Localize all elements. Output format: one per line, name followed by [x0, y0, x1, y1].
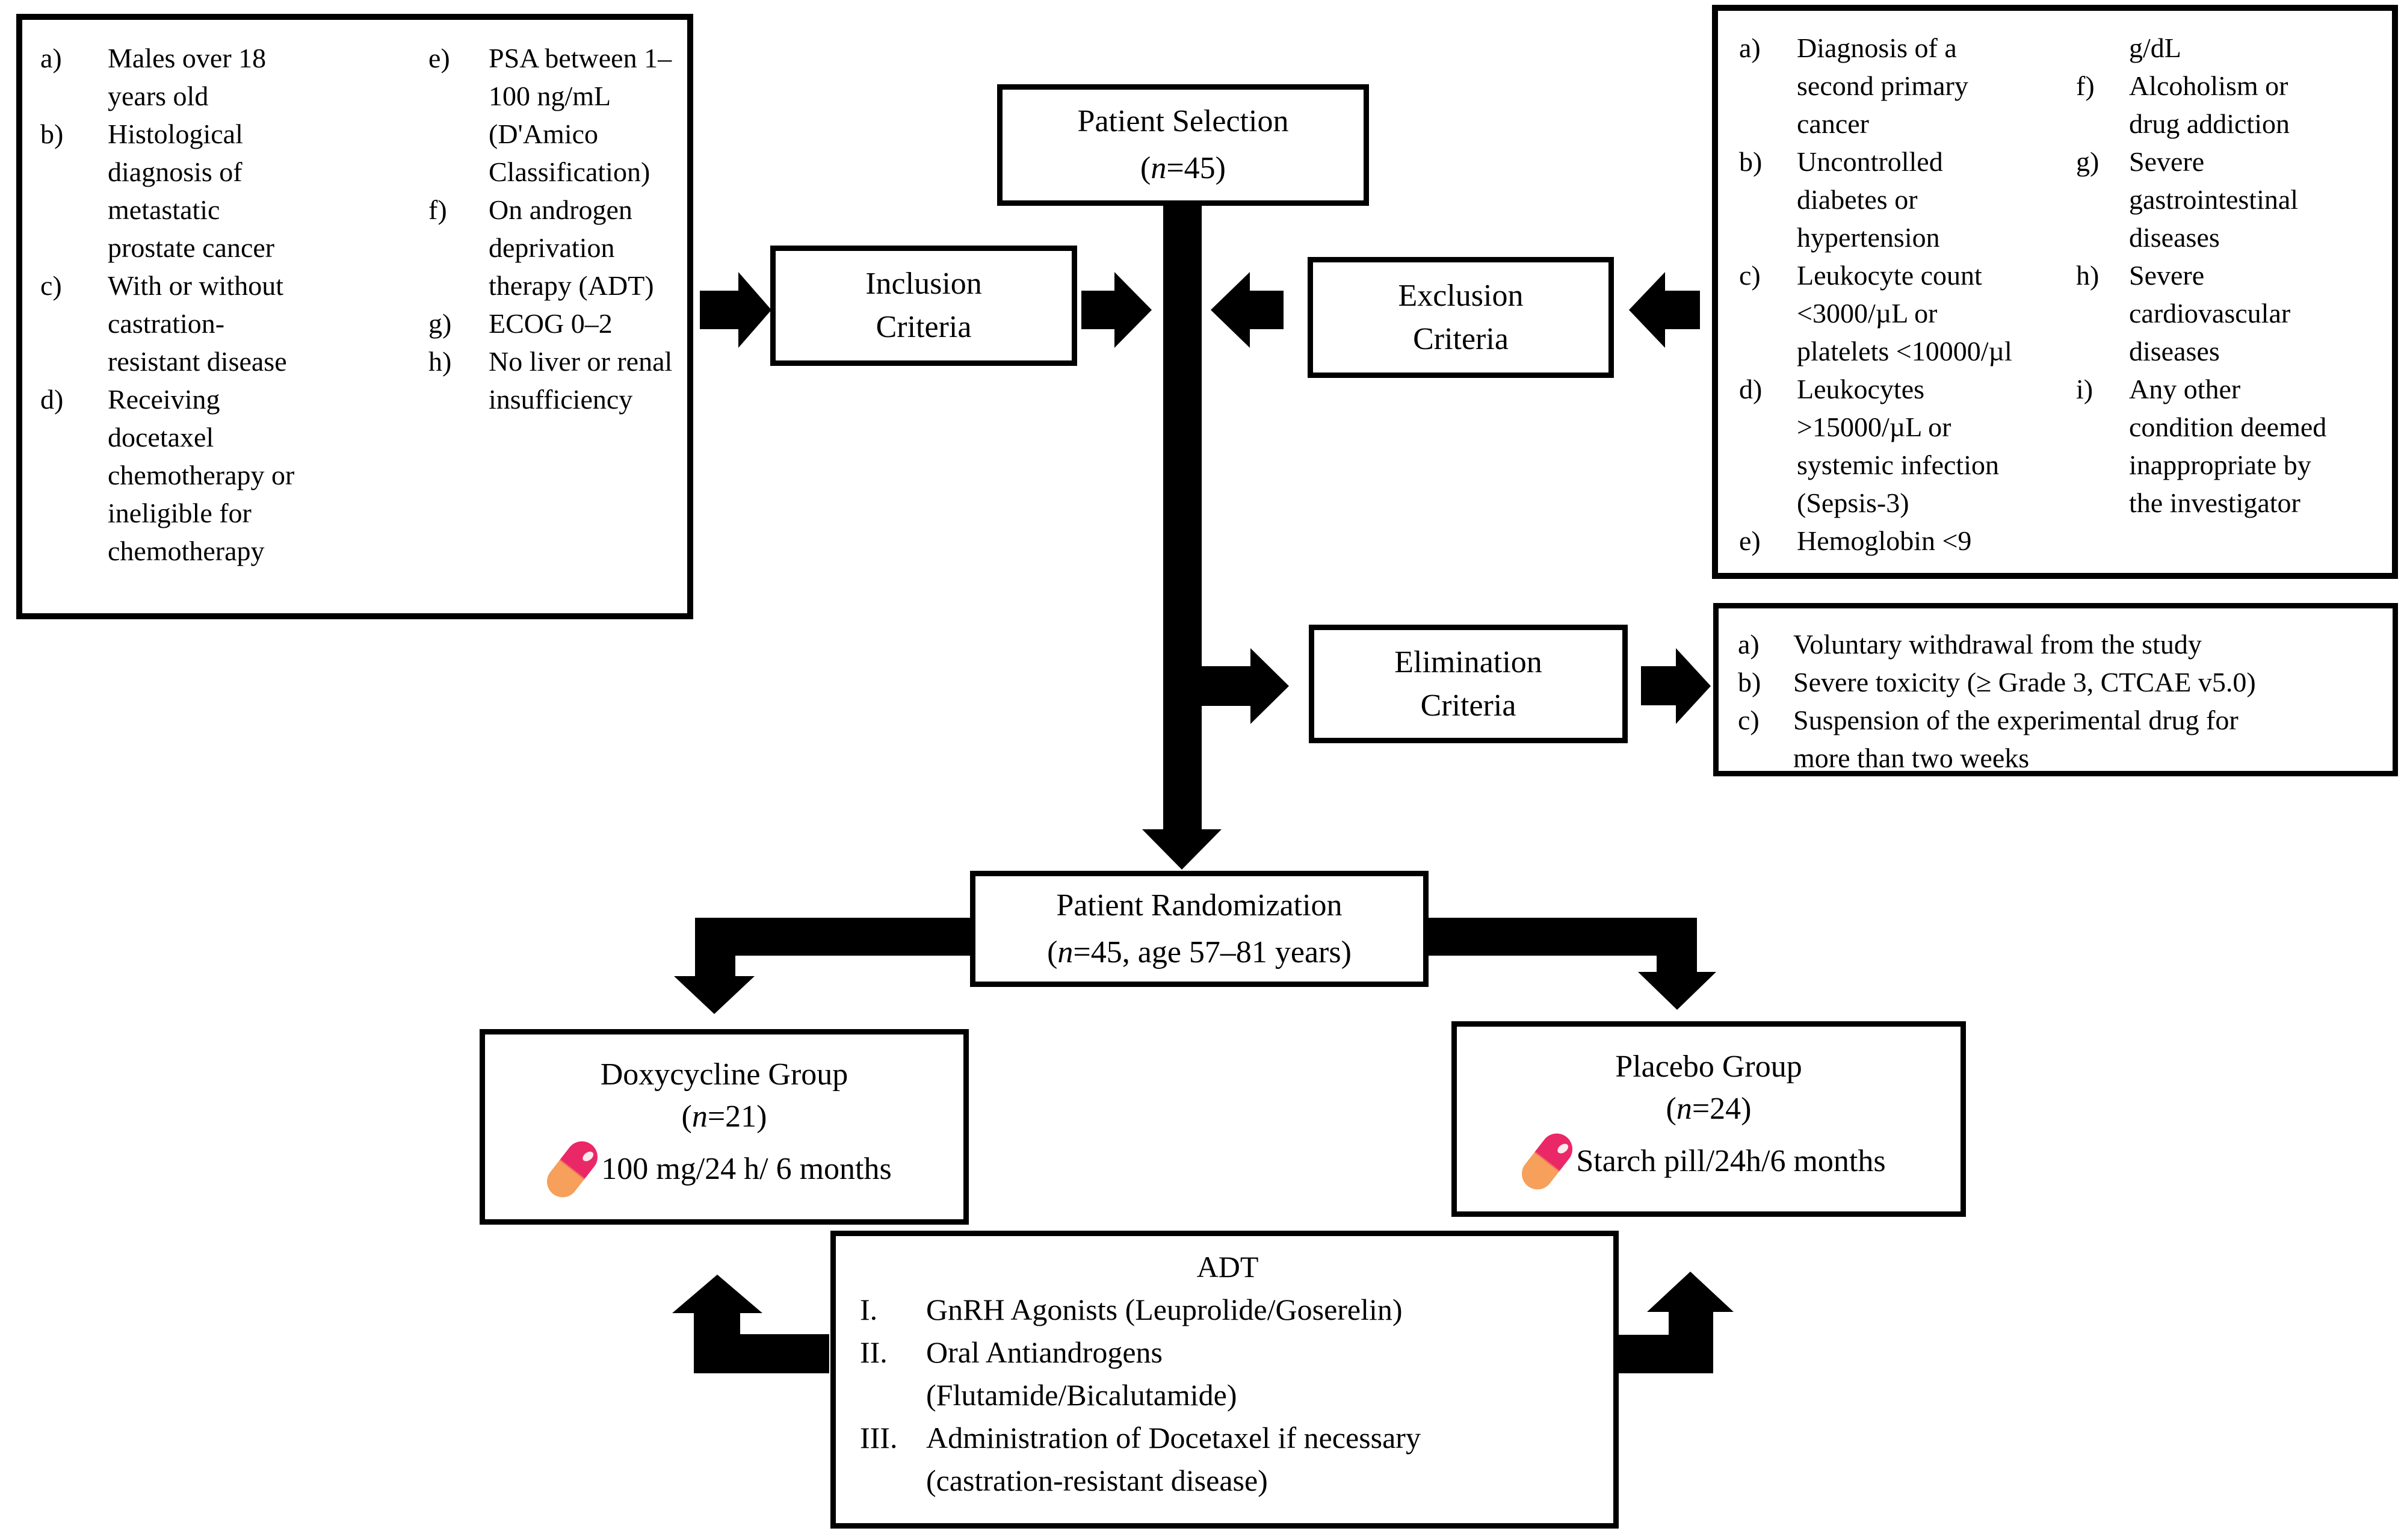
branch-left-arrowhead	[674, 976, 755, 1014]
elimination-criteria-list-box: a)Voluntary withdrawal from the study b)…	[1713, 603, 2398, 776]
capsule-icon	[1515, 1127, 1579, 1196]
placebo-regimen-row: Starch pill/24h/6 months	[1515, 1127, 1886, 1196]
exclusion-criteria-list-box: a)Diagnosis of a second primary cancer b…	[1712, 5, 2398, 579]
doxycycline-group-title: Doxycycline Group	[600, 1057, 848, 1092]
branch-right-arrowhead	[1638, 972, 1716, 1010]
placebo-group-title: Placebo Group	[1615, 1049, 1802, 1084]
placebo-group-count: (n=24)	[1666, 1091, 1752, 1126]
list-item: c)With or without castration- resistant …	[40, 270, 287, 377]
exclusion-list-column-1: a)Diagnosis of a second primary cancer b…	[1739, 29, 2076, 573]
exclusion-list-column-2: g/dL f)Alcoholism or drug addiction g)Se…	[2076, 29, 2386, 573]
branch-right-stem	[1657, 918, 1697, 972]
adt-left-elbow-stem	[694, 1313, 740, 1373]
list-item: d)Leukocytes >15000/µL or systemic infec…	[1739, 374, 1999, 518]
exclusion-criteria-box: Exclusion Criteria	[1308, 257, 1614, 378]
arrow-exclusionlist-to-exclusion-body	[1665, 291, 1700, 329]
list-item: a)Voluntary withdrawal from the study	[1738, 629, 2202, 660]
list-item: e)PSA between 1– 100 ng/mL (D'Amico Clas…	[428, 43, 672, 187]
exclusion-list-columns: a)Diagnosis of a second primary cancer b…	[1739, 29, 2386, 573]
inclusion-list-columns: a)Males over 18 years old b)Histological…	[40, 39, 681, 613]
patient-randomization-count: (n=45, age 57–81 years)	[1047, 935, 1352, 969]
list-item: f)Alcoholism or drug addiction	[2076, 70, 2290, 139]
list-item: b)Histological diagnosis of metastatic p…	[40, 119, 275, 263]
inclusion-criteria-list-box: a)Males over 18 years old b)Histological…	[16, 14, 693, 619]
patient-selection-title: Patient Selection	[1077, 104, 1289, 138]
doxycycline-regimen-row: 100 mg/24 h/ 6 months	[540, 1134, 892, 1204]
capsule-highlight	[1556, 1141, 1571, 1155]
arrow-inclusionlist-to-inclusion-head	[738, 272, 771, 348]
list-item: e)Hemoglobin <9	[1739, 525, 1972, 556]
arrow-exclusionlist-to-exclusion-head	[1629, 272, 1665, 348]
doxycycline-group-count: (n=21)	[681, 1099, 767, 1134]
list-item: a)Diagnosis of a second primary cancer	[1739, 32, 1968, 139]
arrow-elimination-to-list-head	[1676, 648, 1711, 724]
list-item: i)Any other condition deemed inappropria…	[2076, 374, 2327, 518]
arrow-spine-to-elimination-body	[1202, 666, 1250, 706]
adt-right-elbow-stem	[1669, 1312, 1713, 1373]
down-arrowhead-randomization	[1142, 829, 1222, 870]
list-item: c)Leukocyte count <3000/µL or platelets …	[1739, 260, 2012, 366]
placebo-group-box: Placebo Group (n=24) Starch pill/24h/6 m…	[1451, 1021, 1966, 1217]
capsule-highlight	[581, 1149, 596, 1163]
list-item: b)Uncontrolled diabetes or hypertension	[1739, 146, 1943, 253]
adt-item: I.GnRH Agonists (Leuprolide/Goserelin)	[860, 1293, 1403, 1326]
list-item: h)Severe cardiovascular diseases	[2076, 260, 2291, 366]
selection-to-randomization-line	[1163, 206, 1202, 830]
adt-right-elbow-arrowhead	[1647, 1272, 1734, 1312]
patient-selection-count: (n=45)	[1140, 151, 1226, 185]
inclusion-criteria-box: Inclusion Criteria	[770, 246, 1077, 366]
doxycycline-group-box: Doxycycline Group (n=21) 100 mg/24 h/ 6 …	[480, 1029, 969, 1225]
doxycycline-regimen: 100 mg/24 h/ 6 months	[601, 1151, 892, 1186]
branch-left-stem	[695, 918, 735, 976]
arrow-spine-to-elimination-head	[1250, 648, 1289, 724]
patient-selection-box: Patient Selection (n=45)	[997, 84, 1369, 206]
list-item: g)Severe gastrointestinal diseases	[2076, 146, 2299, 253]
elimination-criteria-box: Elimination Criteria	[1309, 625, 1628, 743]
placebo-regimen: Starch pill/24h/6 months	[1576, 1143, 1886, 1178]
adt-item: III.Administration of Docetaxel if neces…	[860, 1421, 1421, 1497]
branch-left-bar	[695, 918, 970, 956]
inclusion-list-column-1: a)Males over 18 years old b)Histological…	[40, 39, 428, 613]
arrow-inclusionlist-to-inclusion-body	[700, 291, 738, 329]
list-item: d)Receiving docetaxel chemotherapy or in…	[40, 384, 295, 566]
arrow-inclusion-to-spine-body	[1081, 291, 1114, 329]
list-item: b)Severe toxicity (≥ Grade 3, CTCAE v5.0…	[1738, 667, 2256, 697]
patient-randomization-title: Patient Randomization	[1056, 888, 1343, 923]
list-item: g)ECOG 0–2	[428, 308, 613, 339]
arrow-exclusion-to-spine-head	[1211, 272, 1250, 348]
patient-randomization-box: Patient Randomization (n=45, age 57–81 y…	[970, 871, 1429, 987]
adt-title: ADT	[1196, 1250, 1259, 1284]
adt-left-elbow-arrowhead	[672, 1275, 762, 1313]
list-item: g/dL	[2129, 32, 2181, 63]
adt-box: ADT I.GnRH Agonists (Leuprolide/Gosereli…	[830, 1231, 1619, 1529]
list-item: a)Males over 18 years old	[40, 43, 267, 111]
list-item: f)On androgen deprivation therapy (ADT)	[428, 194, 654, 301]
arrow-inclusion-to-spine-head	[1114, 272, 1152, 348]
adt-item: II.Oral Antiandrogens (Flutamide/Bicalut…	[860, 1335, 1237, 1412]
capsule-icon	[540, 1134, 604, 1204]
arrow-elimination-to-list-body	[1641, 666, 1676, 705]
inclusion-list-column-2: e)PSA between 1– 100 ng/mL (D'Amico Clas…	[428, 39, 681, 613]
list-item: c)Suspension of the experimental drug fo…	[1738, 705, 2239, 773]
list-item: h)No liver or renal insufficiency	[428, 346, 673, 415]
arrow-exclusion-to-spine-body	[1250, 291, 1284, 329]
branch-right-bar	[1429, 918, 1697, 956]
